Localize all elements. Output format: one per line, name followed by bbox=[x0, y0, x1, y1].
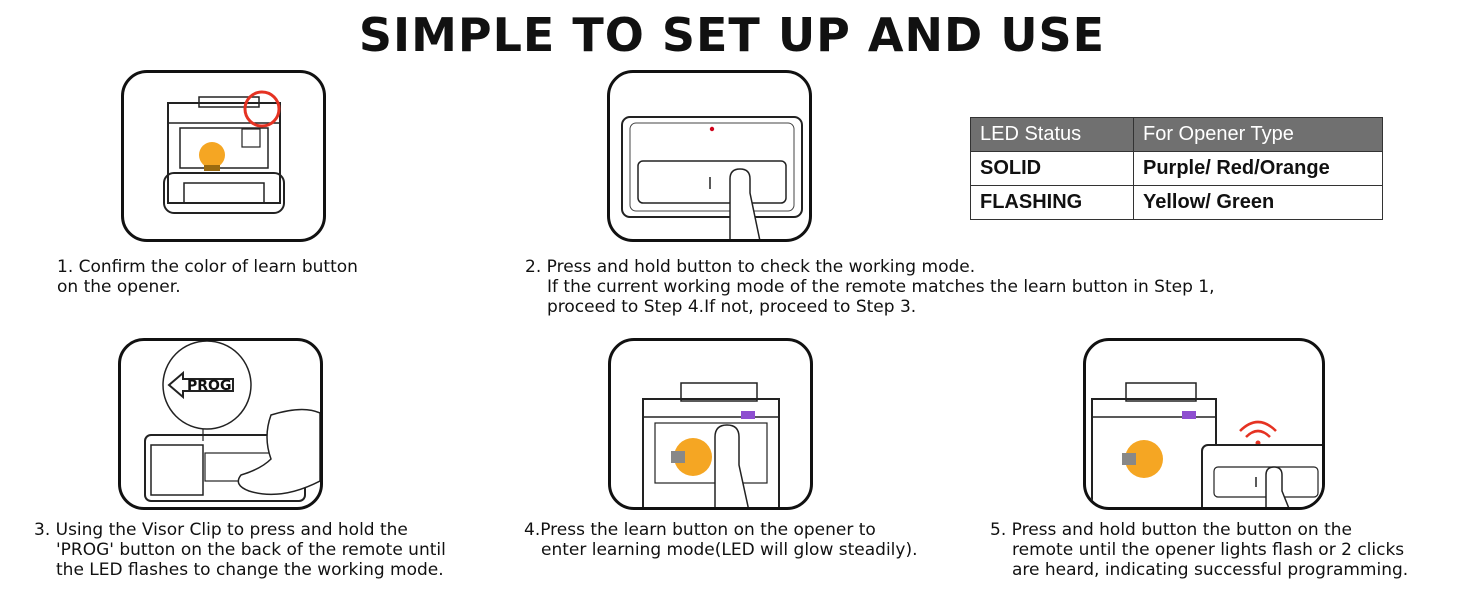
step4-line1: 4.Press the learn button on the opener t… bbox=[524, 520, 876, 540]
remote-opener-drawing bbox=[1091, 382, 1322, 507]
step5-illustration bbox=[1083, 338, 1325, 510]
visor-clip-drawing: PROG bbox=[144, 341, 320, 502]
step5-line2: remote until the opener lights flash or … bbox=[1012, 540, 1405, 560]
led-table-header: LED Status For Opener Type bbox=[970, 117, 1383, 152]
step1-line1: 1. Confirm the color of learn button bbox=[57, 257, 358, 277]
led-dot bbox=[709, 126, 715, 132]
led-table-header-type: For Opener Type bbox=[1133, 117, 1383, 152]
led-table-cell: FLASHING bbox=[970, 185, 1134, 220]
step2-illustration bbox=[607, 70, 812, 242]
step3-caption: 3. Using the Visor Clip to press and hol… bbox=[34, 520, 446, 580]
led-table-header-status: LED Status bbox=[970, 117, 1134, 152]
page-title: SIMPLE TO SET UP AND USE bbox=[358, 8, 1106, 62]
step3-illustration: PROG bbox=[118, 338, 323, 510]
step1-caption: 1. Confirm the color of learn button on … bbox=[57, 257, 358, 297]
opener-learn-drawing bbox=[642, 382, 780, 507]
step4-illustration bbox=[608, 338, 813, 510]
bulb-icon bbox=[199, 142, 225, 168]
led-table-cell: Yellow/ Green bbox=[1133, 185, 1383, 220]
opener-drawing bbox=[163, 90, 285, 214]
bulb-icon bbox=[1125, 440, 1163, 478]
bulb-icon bbox=[674, 438, 712, 476]
finger-icon bbox=[714, 424, 749, 507]
finger-icon bbox=[1265, 466, 1290, 507]
learn-button-highlight-ring bbox=[243, 90, 281, 128]
hand-icon bbox=[237, 408, 320, 496]
finger-icon bbox=[729, 168, 761, 239]
led-table-cell: SOLID bbox=[970, 151, 1134, 186]
step3-line2: 'PROG' button on the back of the remote … bbox=[56, 540, 446, 560]
step5-line3: are heard, indicating successful program… bbox=[1012, 560, 1409, 580]
led-table-row-solid: SOLID Purple/ Red/Orange bbox=[970, 151, 1383, 186]
step3-line1: 3. Using the Visor Clip to press and hol… bbox=[34, 520, 408, 540]
prog-label: PROG bbox=[187, 378, 231, 394]
step2-line3: proceed to Step 4.If not, proceed to Ste… bbox=[547, 297, 917, 317]
prog-arrow-icon bbox=[167, 370, 234, 400]
step1-illustration bbox=[121, 70, 326, 242]
step5-caption: 5. Press and hold button the button on t… bbox=[990, 520, 1408, 580]
step2-line1: 2. Press and hold button to check the wo… bbox=[525, 257, 976, 277]
step5-line1: 5. Press and hold button the button on t… bbox=[990, 520, 1352, 540]
led-table-cell: Purple/ Red/Orange bbox=[1133, 151, 1383, 186]
step2-caption: 2. Press and hold button to check the wo… bbox=[525, 257, 1215, 317]
remote-drawing bbox=[621, 116, 803, 239]
led-status-table: LED Status For Opener Type SOLID Purple/… bbox=[970, 117, 1383, 220]
led-table-row-flashing: FLASHING Yellow/ Green bbox=[970, 185, 1383, 220]
step4-line2: enter learning mode(LED will glow steadi… bbox=[541, 540, 918, 560]
step4-caption: 4.Press the learn button on the opener t… bbox=[524, 520, 918, 560]
wifi-signal-icon bbox=[1239, 420, 1277, 446]
step1-line2: on the opener. bbox=[57, 277, 181, 297]
step2-line2: If the current working mode of the remot… bbox=[547, 277, 1215, 297]
step3-line3: the LED flashes to change the working mo… bbox=[56, 560, 444, 580]
